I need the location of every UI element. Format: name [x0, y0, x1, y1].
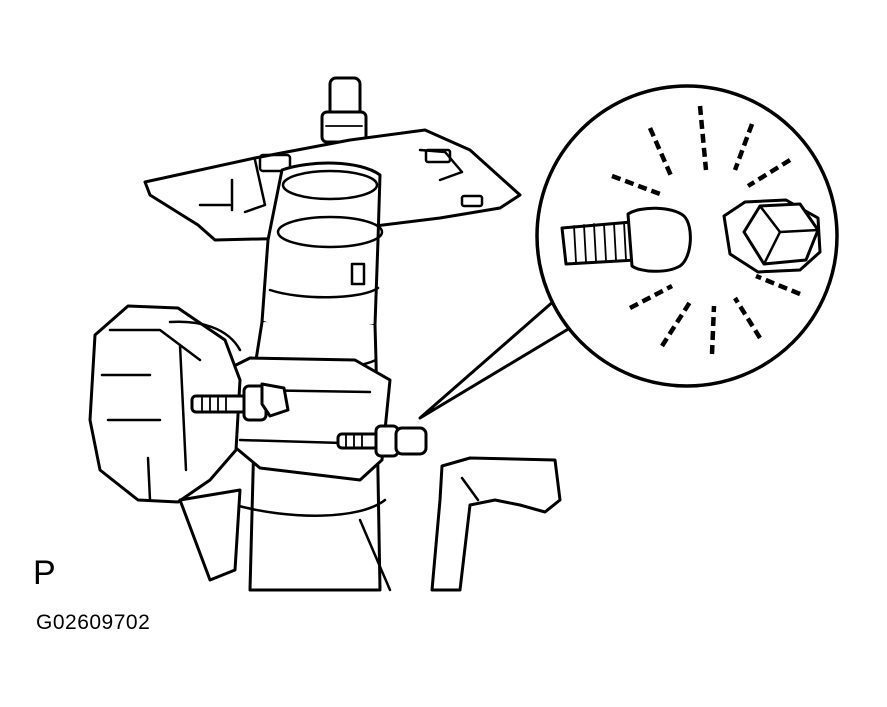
lock-housing	[88, 304, 242, 582]
view-label: P	[33, 554, 56, 592]
bolt-head-view	[722, 198, 822, 274]
bolt-detail-callout	[535, 84, 839, 388]
clamp-bolt-left	[190, 382, 290, 422]
clamp-bolt-right	[336, 424, 428, 458]
lower-bracket	[430, 456, 562, 592]
callout-pointer	[418, 298, 577, 420]
figure-id: G02609702	[36, 611, 151, 634]
bolt-side-view	[560, 206, 692, 273]
steering-shaft-top	[320, 76, 368, 144]
shine-marks	[611, 105, 801, 355]
